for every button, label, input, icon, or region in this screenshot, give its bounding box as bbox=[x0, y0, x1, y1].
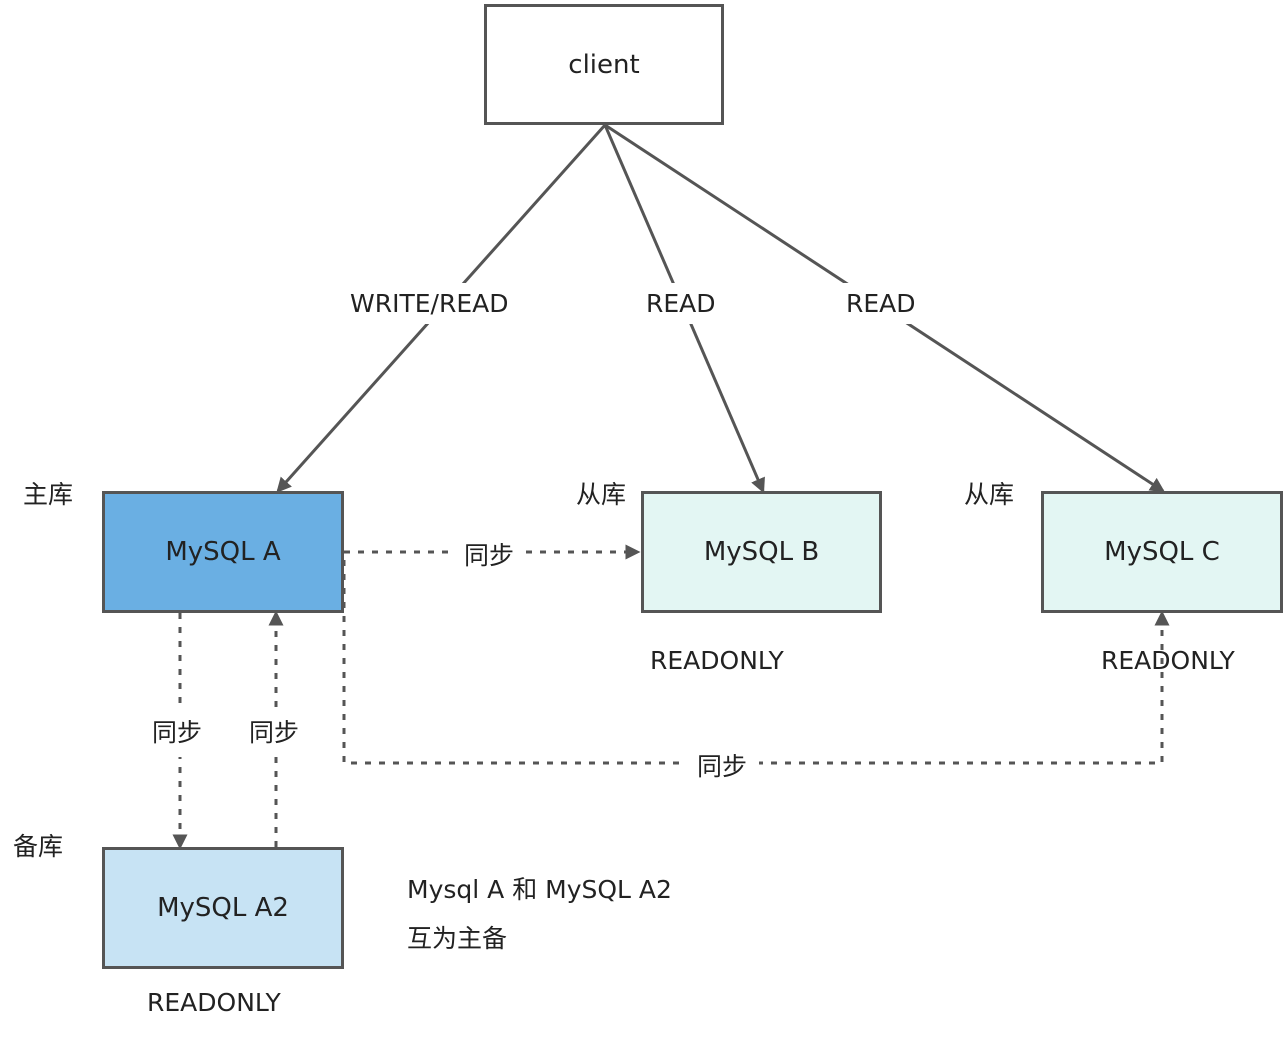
mysql-c-node: MySQL C bbox=[1041, 491, 1283, 613]
status-readonly-b: READONLY bbox=[650, 646, 784, 675]
mysql-b-label: MySQL B bbox=[703, 537, 820, 567]
role-label-replica-b: 从库 bbox=[576, 480, 627, 509]
mysql-a2-node: MySQL A2 bbox=[102, 847, 344, 969]
edge-label-sync-a-b: 同步 bbox=[452, 539, 527, 572]
annotation-note: Mysql A 和 MySQL A2 互为主备 bbox=[407, 865, 672, 963]
annotation-line-1: Mysql A 和 MySQL A2 bbox=[407, 875, 672, 904]
edge-label-write-read: WRITE/READ bbox=[344, 283, 515, 324]
edge-sync-a-to-c bbox=[342, 560, 1170, 765]
annotation-line-2: 互为主备 bbox=[407, 924, 508, 953]
role-label-primary: 主库 bbox=[23, 480, 74, 509]
edge-label-sync-a-a2: 同步 bbox=[146, 708, 209, 757]
edge-label-read-b: READ bbox=[640, 283, 722, 324]
mysql-c-label: MySQL C bbox=[1104, 537, 1220, 567]
client-label: client bbox=[568, 49, 640, 80]
role-label-replica-c: 从库 bbox=[964, 480, 1015, 509]
edge-label-sync-a2-a: 同步 bbox=[243, 708, 306, 757]
mysql-b-node: MySQL B bbox=[641, 491, 882, 613]
mysql-a2-label: MySQL A2 bbox=[157, 893, 289, 923]
edge-label-read-c: READ bbox=[840, 283, 922, 324]
client-node: client bbox=[484, 4, 724, 125]
role-label-standby: 备库 bbox=[13, 832, 64, 861]
mysql-a-node: MySQL A bbox=[102, 491, 344, 613]
status-readonly-a2: READONLY bbox=[147, 988, 281, 1017]
edge-label-sync-a-c: 同步 bbox=[685, 750, 760, 783]
mysql-a-label: MySQL A bbox=[165, 537, 281, 567]
status-readonly-c: READONLY bbox=[1101, 646, 1235, 675]
